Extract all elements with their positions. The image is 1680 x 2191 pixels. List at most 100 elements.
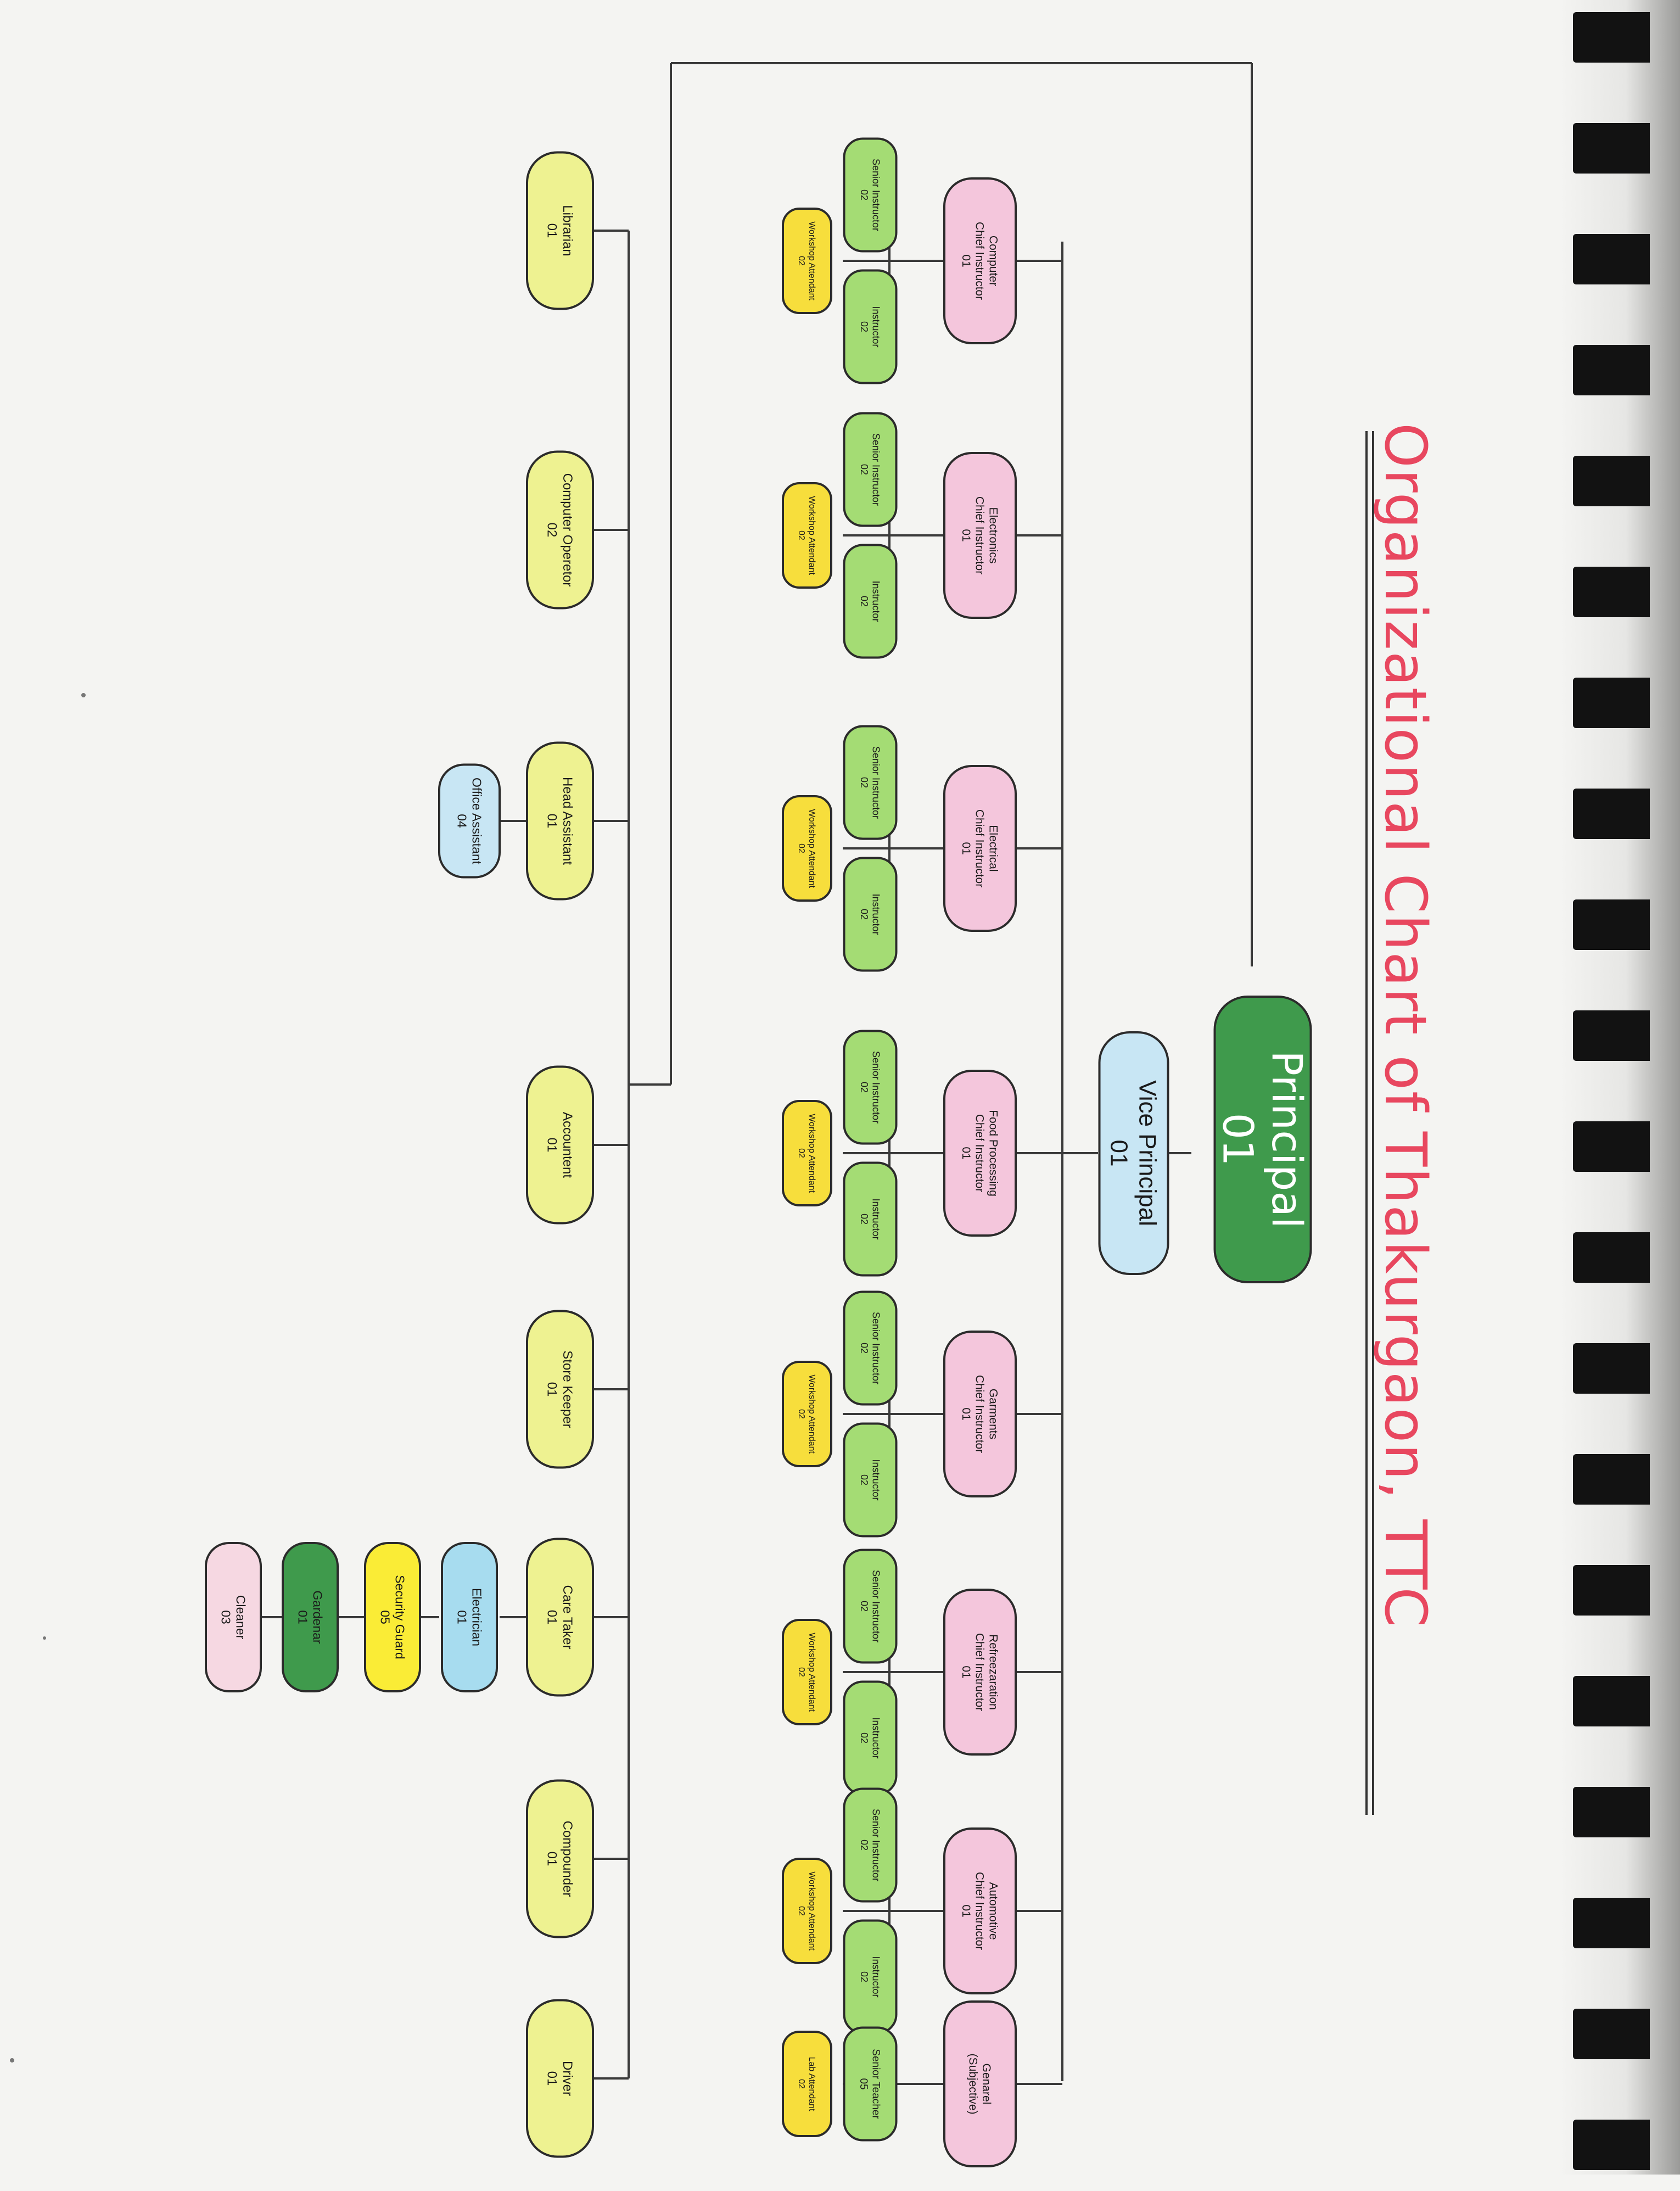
role-title: Workshop Attendant [807, 1374, 816, 1454]
instructor-garments: Instructor02 [843, 1422, 898, 1538]
staff-count: 02 [859, 777, 870, 788]
attendant-electrical-label: Workshop Attendant02 [797, 809, 816, 888]
role-title: Chief Instructor [973, 1633, 986, 1711]
care-staff-gardenar-box [282, 1542, 339, 1692]
admin-care-taker-box [526, 1538, 594, 1697]
role-title: Workshop Attendant [807, 1871, 816, 1950]
instructor-computer-box [843, 269, 898, 384]
role-title: Workshop Attendant [807, 1633, 816, 1712]
staff-count: 01 [544, 1138, 559, 1153]
instructor-electrical-label: Instructor02 [859, 893, 881, 935]
chief-instructor-refreezaration-label: RefreezarationChief Instructor01 [960, 1633, 1000, 1711]
care-staff-gardenar-label: Gardenar01 [295, 1590, 324, 1644]
role-title: Chief Instructor [973, 809, 986, 887]
admin-care-taker: Care Taker01 [526, 1538, 594, 1697]
senior-instructor-garments: Senior Instructor02 [843, 1290, 898, 1406]
admin-driver-label: Driver01 [544, 2061, 574, 2096]
binding-ring [1573, 1232, 1650, 1283]
admin-computer-operetor: Computer Operetor02 [526, 450, 594, 610]
chief-instructor-genarel-box [943, 2000, 1017, 2167]
chief-instructor-food-box [943, 1070, 1017, 1237]
binding-ring [1573, 1121, 1650, 1172]
role-title: Chief Instructor [973, 1375, 986, 1453]
role-title: (Subjective) [966, 2054, 979, 2115]
senior-instructor-computer-label: Senior Instructor02 [859, 159, 881, 231]
attendant-electrical: Workshop Attendant02 [782, 795, 832, 902]
binding-ring [1573, 1898, 1650, 1948]
instructor-food-box [843, 1161, 898, 1277]
staff-count: 02 [859, 189, 870, 200]
role-title: Cleaner [234, 1595, 248, 1640]
role-title: Chief Instructor [973, 1114, 986, 1192]
senior-instructor-electronics: Senior Instructor02 [843, 412, 898, 527]
staff-count: 02 [859, 1343, 870, 1354]
staff-count: 02 [859, 1474, 870, 1485]
role-title: Computer [987, 236, 999, 286]
admin-librarian-label: Librarian01 [544, 205, 574, 256]
senior-instructor-computer-box [843, 137, 898, 253]
staff-count: 01 [1214, 1113, 1263, 1166]
admin-head-assistant-label: Head Assistant01 [544, 777, 574, 865]
senior-instructor-refreezaration-label: Senior Instructor02 [859, 1570, 881, 1642]
staff-count: 05 [858, 2078, 869, 2089]
chief-instructor-genarel-label: Genarel(Subjective) [966, 2054, 993, 2115]
staff-count: 02 [859, 321, 870, 332]
chief-instructor-electronics-box [943, 452, 1017, 619]
attendant-food-label: Workshop Attendant02 [797, 1114, 816, 1193]
care-staff-security-guard-label: Security Guard05 [378, 1575, 407, 1659]
attendant-computer-label: Workshop Attendant02 [797, 221, 816, 300]
admin-compounder-box [526, 1779, 594, 1938]
staff-count: 04 [455, 814, 469, 828]
admin-accountent-label: Accountent01 [544, 1112, 574, 1178]
role-title: Senior Instructor [870, 1312, 881, 1384]
instructor-food: Instructor02 [843, 1161, 898, 1277]
binding-ring [1573, 899, 1650, 950]
staff-count: 01 [544, 223, 559, 238]
admin-accountent-box [526, 1065, 594, 1225]
staff-count: 02 [859, 909, 870, 920]
admin-head-assistant-box [526, 741, 594, 901]
binding-ring [1573, 1010, 1650, 1061]
chief-instructor-automotive: AutomotiveChief Instructor01 [943, 1827, 1017, 1994]
vice-principal-node: Vice Principal01 [1098, 1031, 1169, 1275]
staff-count: 01 [544, 2071, 559, 2086]
attendant-genarel: Lab Attendant02 [782, 2031, 832, 2137]
binding-ring [1573, 2120, 1650, 2170]
binding-ring [1573, 123, 1650, 174]
role-title: Head Assistant [560, 777, 575, 865]
staff-count: 01 [960, 254, 972, 267]
role-title: Senior Instructor [870, 1570, 881, 1642]
staff-count: 02 [544, 523, 559, 538]
role-title: Instructor [870, 1198, 881, 1239]
instructor-refreezaration: Instructor02 [843, 1680, 898, 1796]
staff-count: 02 [859, 1214, 870, 1225]
senior-instructor-automotive-label: Senior Instructor02 [859, 1809, 881, 1881]
instructor-electronics: Instructor02 [843, 544, 898, 659]
scan-speck [10, 2058, 14, 2063]
staff-count: 02 [859, 1601, 870, 1612]
admin-store-keeper-label: Store Keeper01 [544, 1350, 574, 1428]
staff-count: 02 [859, 1082, 870, 1093]
attendant-food-box [782, 1100, 832, 1206]
staff-count: 01 [960, 842, 972, 854]
staff-count: 02 [797, 1667, 806, 1677]
attendant-automotive-label: Workshop Attendant02 [797, 1871, 816, 1950]
instructor-electrical: Instructor02 [843, 857, 898, 972]
care-staff-cleaner: Cleaner03 [205, 1542, 262, 1692]
care-staff-security-guard-box [364, 1542, 421, 1692]
binding-ring [1573, 1343, 1650, 1394]
role-title: Vice Principal [1134, 1080, 1161, 1226]
admin-compounder-label: Compounder01 [544, 1821, 574, 1897]
attendant-computer-box [782, 208, 832, 314]
role-title: Store Keeper [560, 1350, 575, 1428]
staff-count: 02 [859, 1971, 870, 1982]
role-title: Workshop Attendant [807, 221, 816, 300]
senior-instructor-electrical-box [843, 725, 898, 840]
instructor-automotive: Instructor02 [843, 1919, 898, 2035]
role-title: Care Taker [560, 1585, 575, 1650]
admin-computer-operetor-label: Computer Operetor02 [544, 473, 574, 587]
role-title: Instructor [870, 1459, 881, 1500]
role-title: Garments [987, 1389, 999, 1439]
senior-teacher-genarel-label: Senior Teacher05 [858, 2049, 881, 2119]
binding-ring [1573, 12, 1650, 63]
